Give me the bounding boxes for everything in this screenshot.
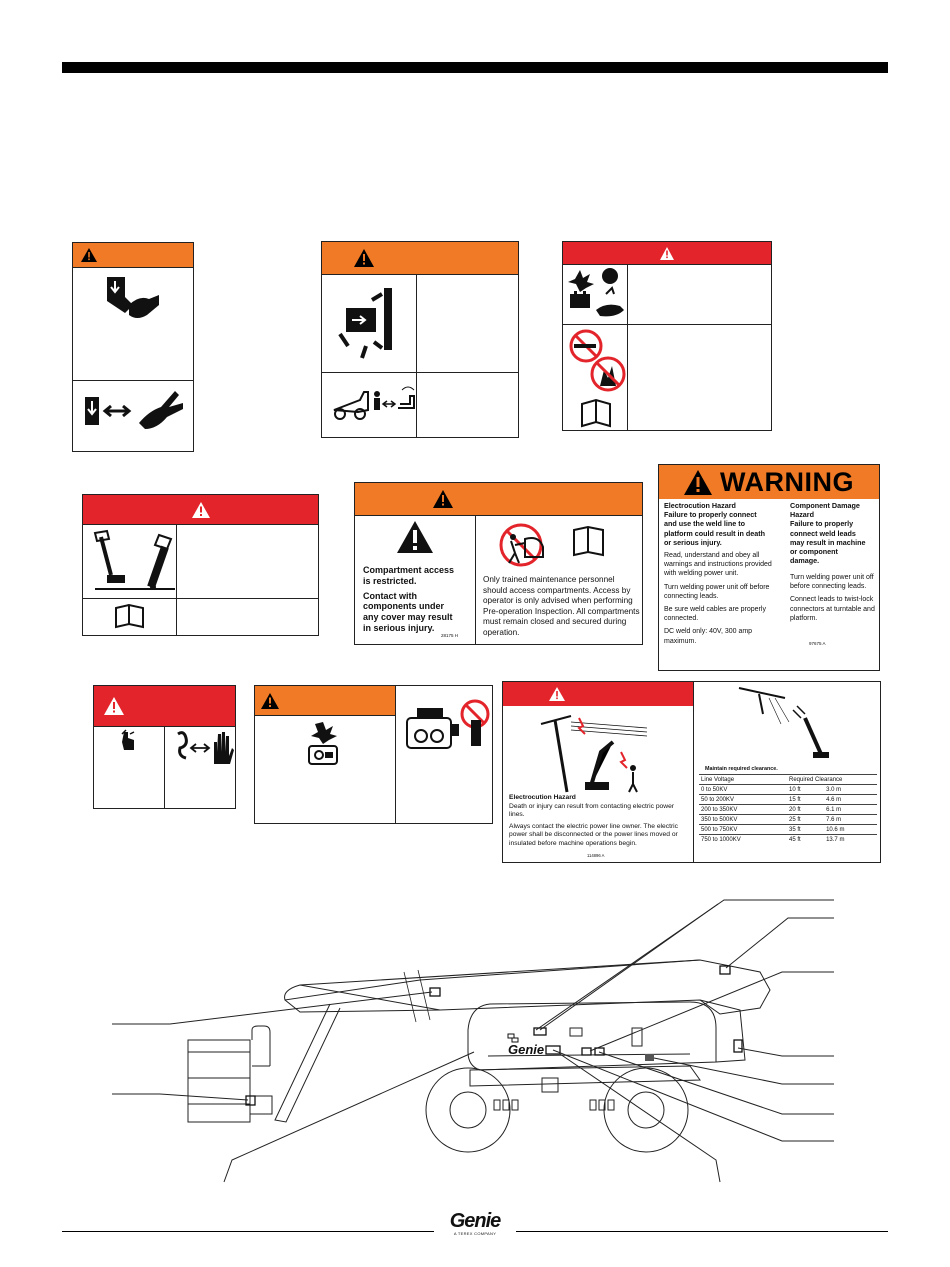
no-unauthorized-access-icon bbox=[499, 523, 555, 569]
compartment-notice-text: Only trained maintenance personnel shoul… bbox=[483, 575, 640, 637]
compartment-access-decal: Compartment access is restricted. Contac… bbox=[354, 482, 643, 645]
exclamation-triangle-icon bbox=[397, 521, 433, 553]
warning-triangle-icon bbox=[684, 469, 712, 495]
keep-hands-away-icon bbox=[174, 728, 234, 768]
warning-header bbox=[255, 686, 395, 715]
welding-warning-decal: WARNING Electrocution Hazard Failure to … bbox=[658, 464, 880, 671]
warning-header bbox=[355, 483, 642, 515]
battery-hazard-decal bbox=[562, 241, 772, 431]
warning-signal-word: WARNING bbox=[659, 465, 879, 499]
footer-rule-left bbox=[62, 1231, 434, 1232]
part-number: 28175 H bbox=[441, 633, 459, 638]
header-bar bbox=[62, 62, 888, 73]
danger-header bbox=[83, 495, 318, 524]
power-line-contact-icon bbox=[537, 712, 667, 793]
hand-crush-icon bbox=[103, 275, 163, 325]
warning-triangle-icon bbox=[433, 490, 453, 508]
danger-header bbox=[94, 686, 235, 726]
crush-between-icon bbox=[336, 286, 406, 366]
crush-hazard-decal bbox=[72, 242, 194, 452]
machine-decal-location-diagram: Genie bbox=[110, 888, 840, 1188]
electrocution-body: Read, understand and obey all warnings a… bbox=[664, 552, 772, 645]
electrocution-heading: Electrocution Hazard Failure to properly… bbox=[664, 501, 766, 547]
clearance-table: Line Voltage Required Clearance 0 to 50K… bbox=[699, 774, 877, 845]
warning-triangle-icon bbox=[104, 697, 124, 715]
component-damage-body: Turn welding power unit off before conne… bbox=[790, 574, 875, 622]
battery-explosion-acid-icon bbox=[566, 266, 626, 322]
warning-triangle-icon bbox=[549, 687, 565, 701]
col-clearance-header: Required Clearance bbox=[787, 774, 877, 785]
boom-lift-drawing: Genie bbox=[112, 899, 834, 1183]
tip-over-danger-decal bbox=[82, 494, 319, 636]
warning-triangle-icon bbox=[261, 692, 279, 709]
clearance-header-row: Line Voltage Required Clearance bbox=[699, 774, 877, 785]
machine-tipping-icon bbox=[89, 527, 175, 593]
hand-pinch-decal bbox=[93, 685, 236, 809]
danger-header bbox=[503, 682, 693, 706]
manual-icon bbox=[115, 603, 145, 629]
warning-triangle-icon bbox=[354, 249, 374, 267]
tipover-hazard-decal bbox=[321, 241, 519, 438]
warning-header bbox=[73, 243, 193, 267]
part-number: 114896 A bbox=[587, 853, 605, 858]
warning-triangle-icon bbox=[191, 501, 210, 518]
electrocution-decal: Electrocution Hazard Death or injury can… bbox=[502, 681, 881, 863]
warning-header bbox=[322, 242, 518, 274]
col-voltage-header: Line Voltage bbox=[699, 774, 787, 785]
compartment-warning-text: Compartment access is restricted. Contac… bbox=[363, 565, 455, 633]
engine-explosion-icon bbox=[303, 720, 343, 768]
engine-explosion-decal bbox=[254, 685, 493, 824]
component-damage-heading: Component Damage Hazard Failure to prope… bbox=[790, 501, 866, 566]
genie-logo: Genie A TEREX COMPANY bbox=[449, 1210, 502, 1236]
manual-icon bbox=[573, 525, 605, 557]
warning-triangle-icon bbox=[81, 248, 97, 262]
hand-pinch-icon bbox=[120, 729, 138, 752]
part-number: 97675 A bbox=[809, 641, 826, 646]
keep-clear-icon bbox=[83, 389, 188, 433]
engine-no-ether-icon bbox=[403, 696, 491, 756]
footer-rule-right bbox=[516, 1231, 888, 1232]
clearance-diagram-icon bbox=[729, 684, 829, 762]
no-smoking-no-flame-icon bbox=[566, 328, 626, 430]
danger-header bbox=[563, 242, 771, 264]
machine-brand-mark: Genie bbox=[508, 1042, 544, 1057]
keep-distance-machine-icon bbox=[330, 382, 418, 422]
clearance-title: Maintain required clearance. bbox=[705, 766, 778, 772]
warning-triangle-icon bbox=[660, 246, 674, 260]
electrocution-text: Electrocution Hazard Death or injury can… bbox=[509, 794, 678, 847]
